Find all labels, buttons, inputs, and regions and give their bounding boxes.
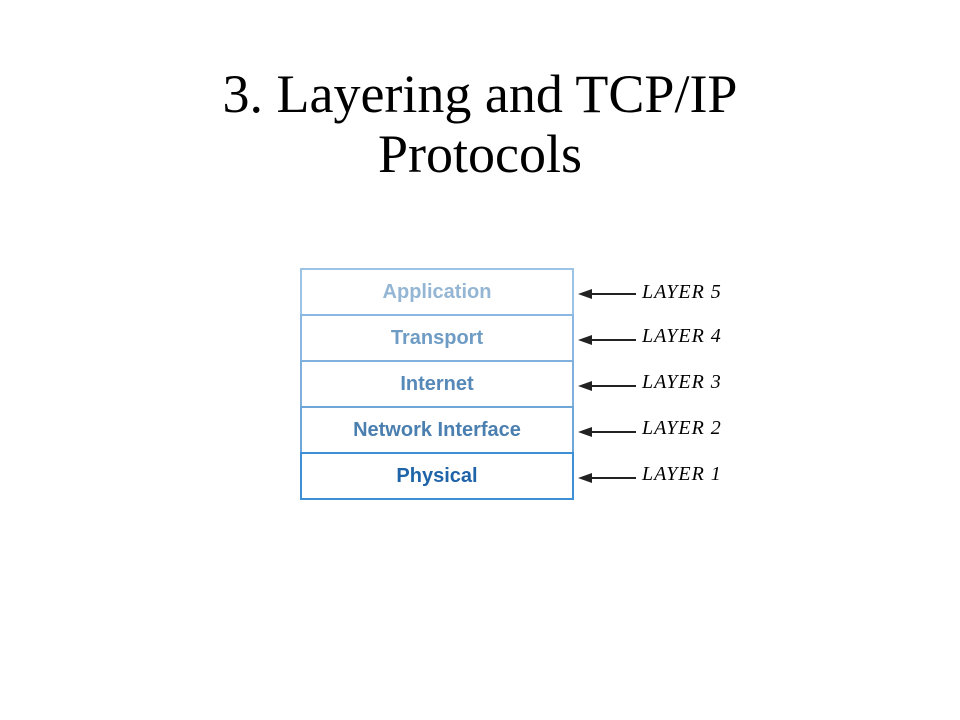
layer-box-application: Application [300,268,574,316]
layer-box-internet: Internet [300,360,574,408]
layer-label-1: LAYER 1 [642,463,722,485]
left-arrow-icon [578,334,636,346]
left-arrow-icon [578,380,636,392]
layer-label-2: LAYER 2 [642,417,722,439]
slide-title-line2: Protocols [377,124,582,184]
tcpip-layer-diagram: Application Transport Internet Network I… [300,268,740,504]
left-arrow-icon [578,288,636,300]
left-arrow-icon [578,426,636,438]
layer-label-5: LAYER 5 [642,281,722,303]
layer-box-network-interface: Network Interface [300,406,574,454]
layer-box-physical: Physical [300,452,574,500]
slide-title-line1: 3. Layering and TCP/IP [222,64,738,124]
layer-box-transport: Transport [300,314,574,362]
layer-label-4: LAYER 4 [642,325,722,347]
slide-title: 3. Layering and TCP/IP Protocols [0,64,960,184]
layer-stack: Application Transport Internet Network I… [300,268,574,502]
left-arrow-icon [578,472,636,484]
layer-label-3: LAYER 3 [642,371,722,393]
